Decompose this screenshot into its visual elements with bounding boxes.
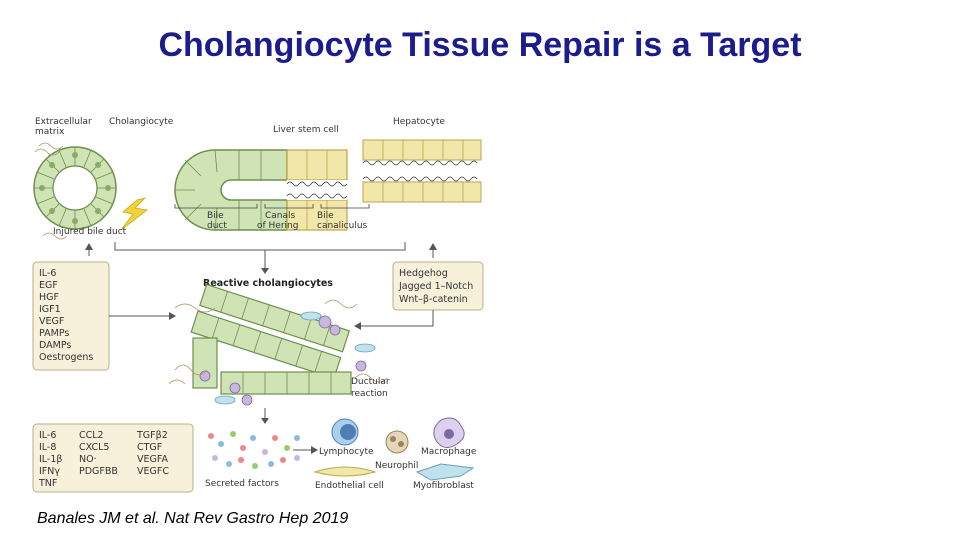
arrow-head-top xyxy=(261,268,269,274)
bottom-col1-0: IL-6 xyxy=(39,430,56,441)
bottom-col2-1: CXCL5 xyxy=(79,442,109,453)
bottom-factors-col1: IL-6 IL-8 IL-1β IFNγ TNF xyxy=(38,430,62,489)
label-endothelial-cell: Endothelial cell xyxy=(315,481,384,491)
left-item-0: IL-6 xyxy=(39,268,56,279)
structure-brackets xyxy=(174,204,370,209)
label-secreted-factors: Secreted factors xyxy=(205,479,279,489)
injury-bolt-icon xyxy=(120,197,148,231)
label-lymphocyte: Lymphocyte xyxy=(319,447,374,457)
left-item-6: DAMPs xyxy=(39,340,71,351)
citation: Banales JM et al. Nat Rev Gastro Hep 201… xyxy=(37,510,349,527)
bottom-col3-2: VEGFA xyxy=(137,454,168,465)
label-liver-stem-cell: Liver stem cell xyxy=(273,125,339,135)
ductular-reaction-cells xyxy=(168,283,388,406)
left-item-7: Oestrogens xyxy=(39,352,93,363)
slide-title: Cholangiocyte Tissue Repair is a Target xyxy=(158,26,802,64)
bottom-col3-0: TGFβ2 xyxy=(136,430,168,441)
label-canaliculus-1: Bile xyxy=(317,211,334,221)
left-item-3: IGF1 xyxy=(39,304,61,315)
figure-svg: Extracellular matrix Cholangiocyte Liver… xyxy=(32,117,484,493)
bottom-col1-4: TNF xyxy=(38,478,57,489)
label-reactive-cholangiocytes: Reactive cholangiocytes xyxy=(203,278,333,289)
secreted-factors-dots xyxy=(208,431,300,469)
bottom-col1-3: IFNγ xyxy=(39,466,60,477)
bottom-col3-3: VEGFC xyxy=(137,466,169,477)
macrophage-icon xyxy=(433,417,465,448)
label-macrophage: Macrophage xyxy=(421,447,477,457)
left-item-1: EGF xyxy=(39,280,58,291)
label-hepatocyte: Hepatocyte xyxy=(393,117,445,127)
right-item-2: Wnt–β-catenin xyxy=(399,294,468,305)
label-ductular-1: Ductular xyxy=(351,377,390,387)
label-cholangiocyte: Cholangiocyte xyxy=(109,117,174,127)
cholangiocyte-repair-figure: Extracellular matrix Cholangiocyte Liver… xyxy=(25,108,495,500)
bottom-col2-2: NO· xyxy=(79,454,97,465)
right-item-1: Jagged 1–Notch xyxy=(398,281,473,292)
bottom-col2-3: PDGFBB xyxy=(79,466,118,477)
label-matrix: matrix xyxy=(35,127,65,137)
label-bile-duct-2: duct xyxy=(207,221,227,231)
bottom-col3-1: CTGF xyxy=(137,442,162,453)
label-bile-duct-1: Bile xyxy=(207,211,224,221)
arrow-right-box xyxy=(359,310,434,327)
lymphocyte-icon xyxy=(331,418,359,446)
endothelial-cell-icon xyxy=(313,466,377,477)
bile-duct-canal xyxy=(174,149,348,231)
left-item-4: VEGF xyxy=(39,316,64,327)
bottom-col2-0: CCL2 xyxy=(79,430,104,441)
bottom-factors-col2: CCL2 CXCL5 NO· PDGFBB xyxy=(79,430,118,477)
label-ductular-2: reaction xyxy=(351,389,388,399)
label-extracellular: Extracellular xyxy=(35,117,92,127)
ecm-fibers xyxy=(34,142,68,240)
arrow-head-right-box xyxy=(354,322,361,330)
bottom-col1-1: IL-8 xyxy=(39,442,56,453)
arrow-head-right xyxy=(429,243,437,250)
bottom-col1-2: IL-1β xyxy=(39,454,62,465)
myofibroblast-icon xyxy=(415,463,475,481)
arrow-head-left-box xyxy=(169,312,176,320)
arrow-head-secreted-right xyxy=(311,446,318,454)
label-neurophil: Neurophil xyxy=(375,461,418,471)
hepatocyte-plates xyxy=(362,139,482,203)
bottom-factors-col3: TGFβ2 CTGF VEGFA VEGFC xyxy=(136,430,169,477)
injured-bile-duct xyxy=(33,146,148,231)
arrow-head-left xyxy=(85,243,93,250)
neurophil-icon xyxy=(385,430,409,454)
label-canaliculus-2: canaliculus xyxy=(317,221,368,231)
left-factors-list: IL-6 EGF HGF IGF1 VEGF PAMPs DAMPs Oestr… xyxy=(39,268,93,363)
top-connector xyxy=(114,242,406,251)
label-myofibroblast: Myofibroblast xyxy=(413,481,474,491)
bottom-factors-box xyxy=(32,423,194,493)
arrow-head-secreted xyxy=(261,418,269,424)
right-signals-box xyxy=(392,261,484,311)
label-canals-1: Canals xyxy=(265,211,296,221)
label-canals-2: of Hering xyxy=(257,221,298,231)
label-injured-bile-duct: Injured bile duct xyxy=(53,227,127,237)
left-item-2: HGF xyxy=(39,292,59,303)
right-item-0: Hedgehog xyxy=(399,268,448,279)
left-item-5: PAMPs xyxy=(39,328,69,339)
